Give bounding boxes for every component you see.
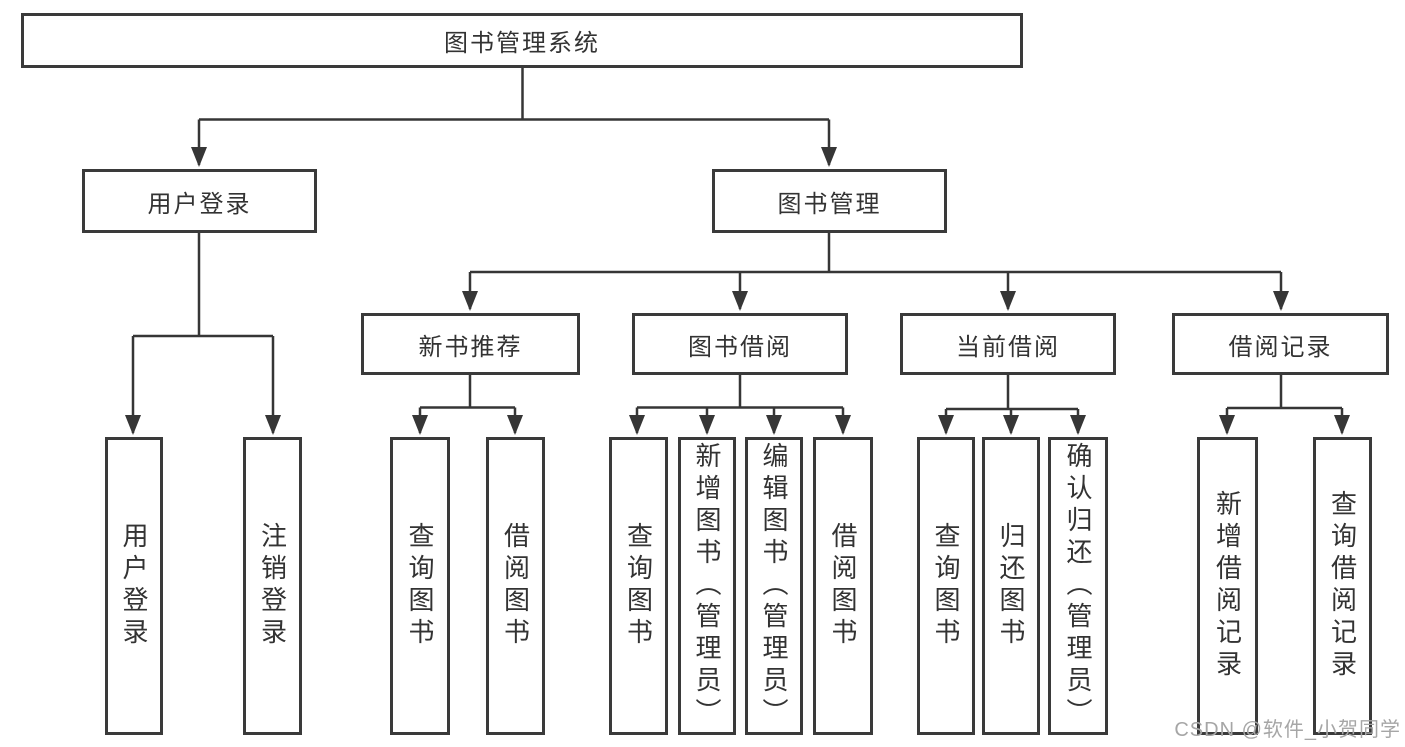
node-new-book-rec: 新书推荐 — [361, 313, 580, 375]
node-bb-query: 查询图书 — [609, 437, 668, 735]
node-cb-confirm-label: 确认归还（管理员） — [1063, 442, 1093, 730]
connectors-current-borrow — [938, 374, 1086, 435]
node-nb-borrow-label: 借阅图书 — [500, 522, 531, 650]
connector-book-borrow-branch — [637, 374, 843, 409]
node-book-borrow-label: 图书借阅 — [688, 333, 792, 361]
connector-new-book-rec-branch — [420, 374, 515, 409]
node-logout-label: 注销登录 — [257, 522, 288, 650]
node-bb-edit: 编辑图书（管理员） — [745, 437, 803, 735]
node-bb-add: 新增图书（管理员） — [678, 437, 736, 735]
node-cb-query: 查询图书 — [917, 437, 975, 735]
node-br-add-label: 新增借阅记录 — [1212, 490, 1243, 682]
node-new-book-rec-label: 新书推荐 — [418, 333, 523, 361]
connectors-book-borrow — [629, 374, 851, 435]
node-nb-borrow: 借阅图书 — [486, 437, 545, 735]
node-br-add: 新增借阅记录 — [1197, 437, 1258, 735]
node-book-borrow: 图书借阅 — [632, 313, 848, 375]
node-bb-borrow-label: 借阅图书 — [828, 522, 858, 650]
csdn-watermark: CSDN @软件_小贺同学 — [1174, 719, 1401, 741]
node-book-mgmt-label: 图书管理 — [777, 190, 882, 218]
connectors-borrow-records — [1219, 374, 1350, 435]
connector-borrow-records-branch — [1227, 374, 1342, 410]
node-br-query-label: 查询借阅记录 — [1327, 490, 1358, 682]
node-current-borrow-label: 当前借阅 — [956, 333, 1060, 361]
node-br-query: 查询借阅记录 — [1313, 437, 1372, 735]
node-bb-query-label: 查询图书 — [623, 522, 654, 650]
node-user-login: 用户登录 — [82, 169, 317, 233]
node-user-login-label: 用户登录 — [147, 190, 252, 218]
node-root-label: 图书管理系统 — [444, 30, 600, 57]
node-bb-borrow: 借阅图书 — [813, 437, 873, 735]
node-logout: 注销登录 — [243, 437, 302, 735]
connectors-new-book-rec — [412, 374, 523, 435]
node-nb-query: 查询图书 — [390, 437, 450, 735]
node-book-mgmt: 图书管理 — [712, 169, 947, 233]
node-nb-query-label: 查询图书 — [405, 522, 435, 650]
node-login-label: 用户登录 — [119, 522, 149, 650]
node-borrow-records-label: 借阅记录 — [1228, 333, 1333, 361]
node-cb-query-label: 查询图书 — [931, 522, 961, 650]
connectors-user-login — [125, 232, 281, 435]
node-root: 图书管理系统 — [21, 13, 1023, 68]
connector-root-branch — [199, 67, 829, 121]
node-cb-return: 归还图书 — [982, 437, 1040, 735]
node-bb-edit-label: 编辑图书（管理员） — [759, 442, 789, 730]
node-borrow-records: 借阅记录 — [1172, 313, 1389, 375]
connector-book-mgmt-branch — [470, 232, 1281, 274]
connectors-book-mgmt — [462, 232, 1289, 311]
connector-current-borrow-branch — [946, 374, 1078, 411]
connectors-root — [191, 67, 837, 167]
node-login: 用户登录 — [105, 437, 163, 735]
node-cb-return-label: 归还图书 — [996, 522, 1026, 650]
node-current-borrow: 当前借阅 — [900, 313, 1116, 375]
connector-user-login-branch — [133, 232, 273, 338]
node-cb-confirm: 确认归还（管理员） — [1048, 437, 1108, 735]
node-bb-add-label: 新增图书（管理员） — [692, 442, 722, 730]
